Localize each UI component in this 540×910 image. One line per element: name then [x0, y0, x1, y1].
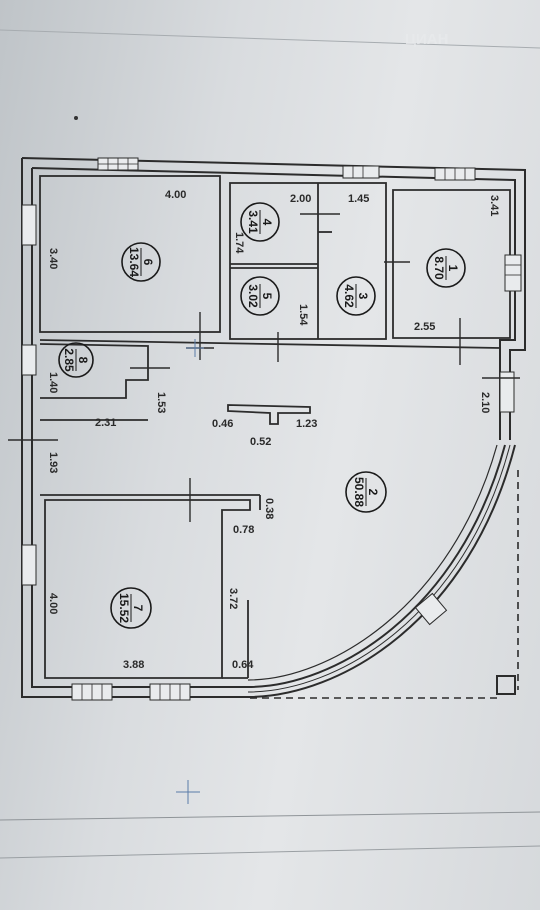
- room-number: 3: [356, 293, 370, 300]
- dim-label: 0.64: [232, 659, 254, 671]
- dim-label: 0.78: [233, 524, 254, 536]
- dim-label: 3.40: [47, 248, 59, 269]
- paper-edge-line: [0, 29, 540, 49]
- dimension-labels: 4.00 3.40 2.00 1.45 1.74 1.54 3.41 2.55 …: [47, 189, 500, 671]
- room-area: 2.85: [62, 348, 76, 372]
- dim-label: 3.72: [227, 588, 239, 609]
- dim-label: 1.54: [297, 304, 309, 326]
- room-label-circles: [58, 202, 466, 629]
- room-4-circle: [240, 202, 280, 242]
- dim-label: 0.52: [250, 436, 271, 448]
- room-area: 50.88: [352, 477, 366, 507]
- room-3-circle: [336, 276, 376, 316]
- window: [504, 254, 522, 292]
- dim-label: 1.23: [296, 418, 317, 430]
- watermark: ЦИАН: [405, 31, 448, 48]
- window-glazing: [81, 158, 521, 700]
- room-3-label: 3 4.62: [342, 284, 370, 308]
- room-6-circle: [121, 242, 161, 282]
- room-area: 13.64: [127, 247, 141, 277]
- room-number: 2: [366, 489, 380, 496]
- registration-marks: [176, 339, 204, 804]
- dim-label: 1.40: [47, 372, 59, 393]
- room-number: 4: [260, 219, 274, 226]
- room-area: 8.70: [432, 256, 446, 280]
- window: [342, 165, 380, 179]
- window: [414, 592, 448, 626]
- dim-label: 4.00: [47, 593, 59, 614]
- column-square: [496, 675, 516, 695]
- room-5-label: 5 3.02: [246, 284, 274, 308]
- dim-label: 3.41: [488, 195, 500, 216]
- room-number: 6: [141, 259, 155, 266]
- room-area: 4.62: [342, 284, 356, 308]
- window: [21, 344, 37, 376]
- dim-label: 1.45: [348, 193, 369, 205]
- window: [499, 371, 515, 413]
- windows: [21, 157, 522, 701]
- room-1-label: 1 8.70: [432, 256, 460, 280]
- room-5-circle: [240, 276, 280, 316]
- room-number: 1: [446, 265, 460, 272]
- terrace-dashed-boundary: [250, 470, 519, 699]
- dim-label: 0.38: [263, 498, 275, 519]
- room-area: 3.02: [246, 284, 260, 308]
- dim-label: 4.00: [165, 189, 186, 201]
- room-2-circle: [345, 471, 387, 513]
- room-8-circle: [58, 342, 94, 378]
- ink-dot: [74, 116, 78, 120]
- dim-label: 2.55: [414, 321, 435, 333]
- room-7-label: 7 15.52: [117, 593, 145, 623]
- dim-label: 1.93: [47, 452, 59, 473]
- dim-label: 1.53: [155, 392, 167, 413]
- room-number: 7: [131, 605, 145, 612]
- room-6-label: 6 13.64: [127, 247, 155, 277]
- room-1-circle: [426, 248, 466, 288]
- dim-label: 2.31: [95, 417, 116, 429]
- dim-label: 2.10: [479, 392, 491, 413]
- interior-walls: [39, 175, 511, 679]
- room-number: 5: [260, 293, 274, 300]
- paper-fold-line: [0, 845, 540, 859]
- room-area: 15.52: [117, 593, 131, 623]
- room-2-label: 2 50.88: [352, 477, 380, 507]
- room-number: 8: [76, 357, 90, 364]
- dim-label: 0.46: [212, 418, 233, 430]
- room-4-label: 4 3.41: [246, 210, 274, 234]
- room-7-circle: [110, 587, 152, 629]
- window: [21, 544, 37, 586]
- dim-label: 2.00: [290, 193, 311, 205]
- room-8-label: 8 2.85: [62, 348, 90, 372]
- dim-label: 3.88: [123, 659, 144, 671]
- room-area: 3.41: [246, 210, 260, 234]
- dim-label: 1.74: [233, 232, 245, 254]
- paper-fold-line: [0, 811, 540, 821]
- window: [21, 204, 37, 246]
